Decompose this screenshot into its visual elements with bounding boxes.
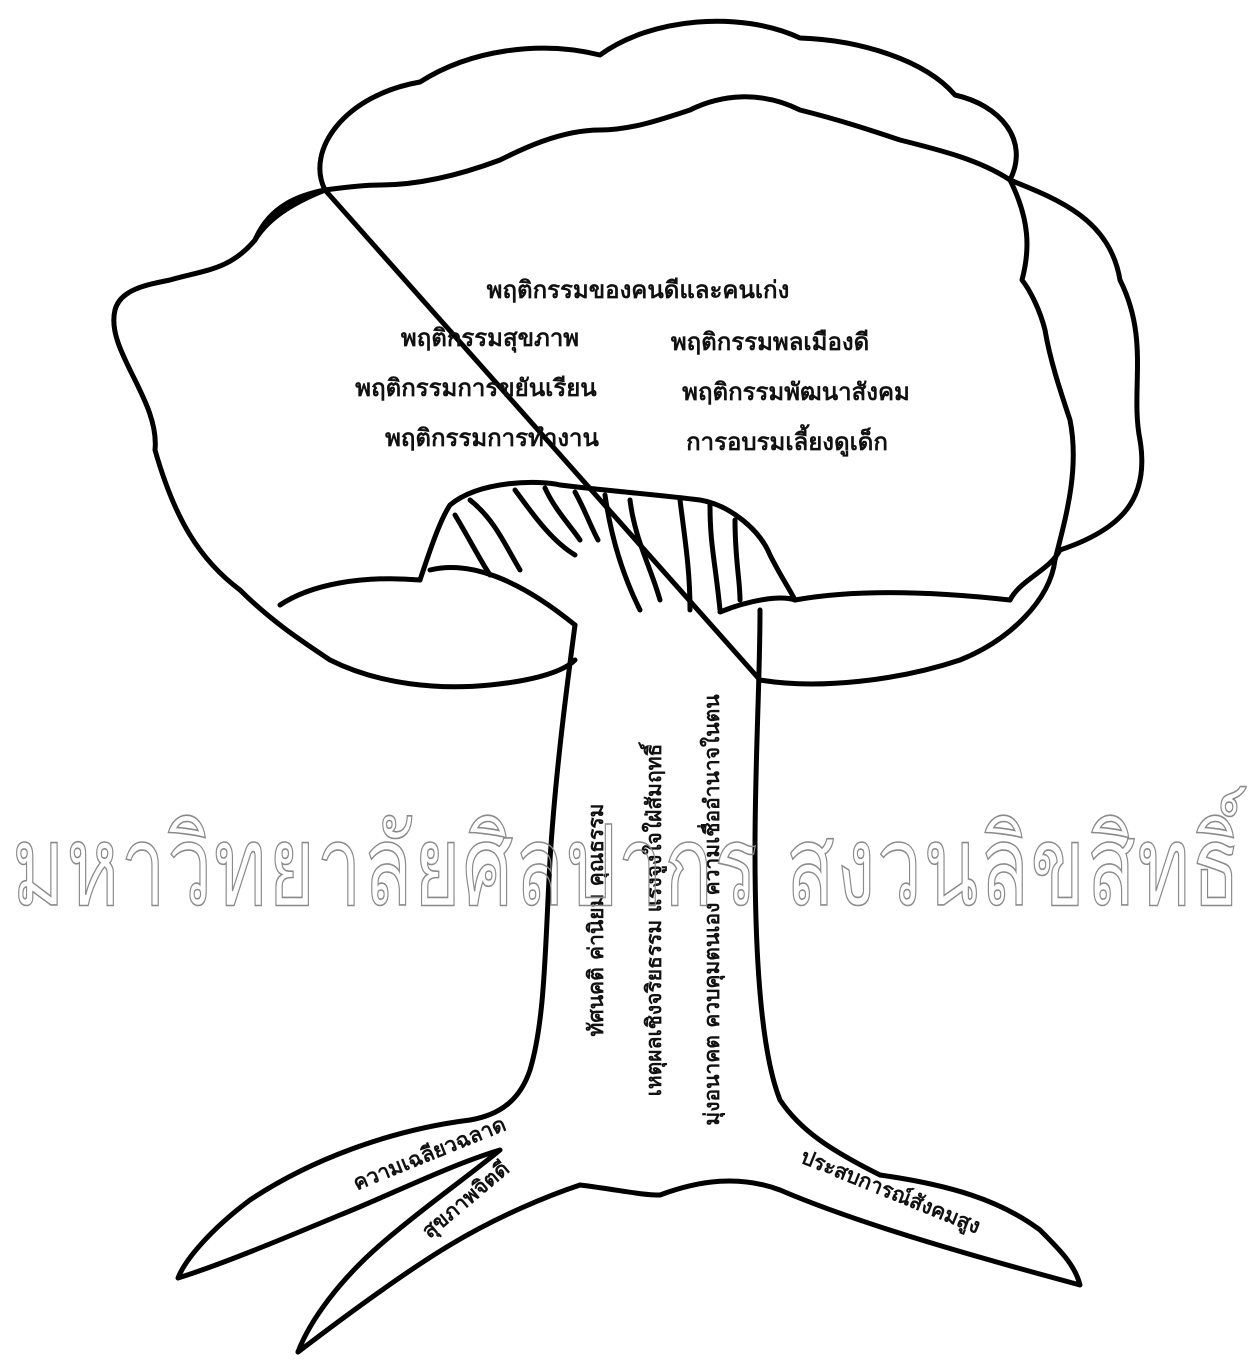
crown-right-item-3: การอบรมเลี้ยงดูเด็ก xyxy=(686,423,888,457)
root-label-left-lower: สุขภาพจิตดี xyxy=(416,1156,515,1245)
watermark-text: มหาวิทยาลัยศิลปากร สงวนลิขสิทธิ์ xyxy=(12,786,1247,932)
crown-title: พฤติกรรมของคนดีและคนเก่ง xyxy=(487,275,790,304)
tree-crown-inner-line xyxy=(255,190,325,240)
tree-crown-lower-right xyxy=(795,593,1010,601)
tree-branches xyxy=(430,488,795,625)
tree-crown-lower-left xyxy=(280,579,420,605)
crown-left-item-1: พฤติกรรมสุขภาพ xyxy=(401,323,579,354)
crown-left-item-2: พฤติกรรมการขยันเรียน xyxy=(355,373,597,402)
crown-right-item-1: พฤติกรรมพลเมืองดี xyxy=(671,327,869,356)
crown-left-item-3: พฤติกรรมการทำงาน xyxy=(385,423,599,452)
crown-right-item-2: พฤติกรรมพัฒนาสังคม xyxy=(682,377,910,406)
